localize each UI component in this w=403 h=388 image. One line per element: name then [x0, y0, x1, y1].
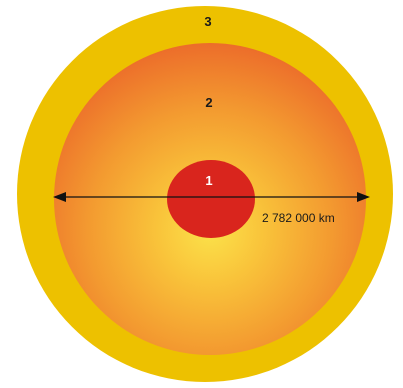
layer-2-label: 2 — [205, 95, 213, 110]
layer-3-label: 3 — [204, 14, 212, 29]
layer-1-label: 1 — [205, 173, 213, 188]
arrowhead-right — [357, 192, 370, 202]
diameter-label: 2 782 000 km — [262, 211, 335, 225]
arrowhead-left — [53, 192, 66, 202]
layer-1-core — [167, 160, 255, 238]
